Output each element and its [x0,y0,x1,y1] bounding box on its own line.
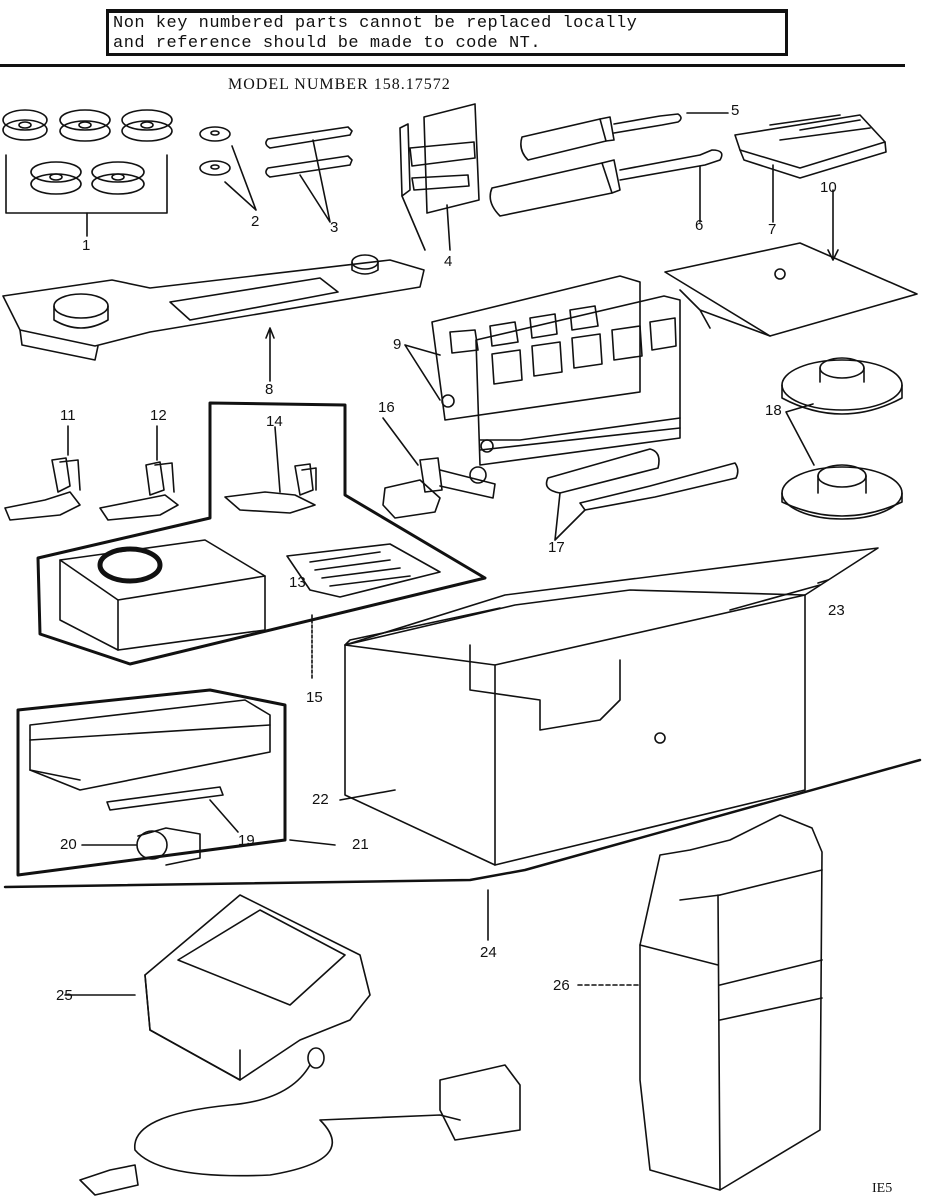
accessory-box-outline [16,688,287,877]
notice-box: Non key numbered parts cannot be replace… [106,9,788,56]
bobbin [59,109,111,142]
page-code: IE5 [872,1181,893,1196]
callout-14: 14 [266,413,283,430]
callout-6: 6 [695,217,704,234]
attachment-box-outline [36,401,487,666]
callout-8: 8 [265,381,274,398]
callout-1: 1 [82,237,91,254]
needles-illustration [286,543,441,598]
seam-guide-illustration [399,103,480,251]
buttonhole-attachment-illustration [2,254,425,382]
zipper-foot-illustration [4,425,81,521]
notice-line-1: Non key numbered parts cannot be replace… [113,14,638,33]
bobbin [91,161,145,195]
callout-15: 15 [306,689,323,706]
kit-boundary-line [3,758,922,889]
callout-25: 25 [56,987,73,1004]
dust-cover-illustration [577,814,823,1191]
model-number: MODEL NUMBER 158.17572 [228,76,451,93]
callout-10: 10 [820,179,837,196]
callout-26: 26 [553,977,570,994]
oil-bottle-illustration [81,827,201,866]
bobbin [2,109,48,141]
screwdrivers-illustration [489,112,729,223]
darning-plate-illustration [664,189,918,337]
bobbin [30,161,82,195]
callout-7: 7 [768,221,777,238]
callout-12: 12 [150,407,167,424]
hemmer-foot-illustration [224,426,317,514]
callout-5: 5 [731,102,740,119]
foot-control-illustration [64,894,521,1196]
stitch-chart-illustration [734,114,887,223]
callout-11: 11 [60,407,76,424]
carrying-case-illustration [339,547,879,866]
notice-line-2: and reference should be made to code NT. [113,34,542,53]
bobbin [121,109,173,142]
callout-20: 20 [60,836,77,853]
ruffler-illustration [382,417,496,519]
spool-pins-illustration [265,126,353,223]
zigzag-attachment-illustration [59,539,266,651]
seam-ripper-illustration [545,448,739,541]
bobbins-illustration [2,109,173,237]
screw-clip-illustration [106,786,239,833]
callout-4: 4 [444,253,453,270]
callout-3: 3 [330,219,339,236]
cam-discs-illustration [781,357,903,520]
callout-9: 9 [393,336,402,353]
callout-21: 21 [352,836,369,853]
pattern-cams-illustration [404,275,681,466]
callout-18: 18 [765,402,782,419]
header-rule [0,64,905,67]
callout-23: 23 [828,602,845,619]
callout-17: 17 [548,539,565,556]
callout-13: 13 [289,574,306,591]
callout-24: 24 [480,944,497,961]
callout-22: 22 [312,791,329,808]
button-foot-illustration [99,425,179,521]
callout-16: 16 [378,399,395,416]
callout-19: 19 [238,832,255,849]
accessory-tray-illustration [29,699,271,791]
callout-2: 2 [251,213,260,230]
felt-washers-illustration [199,126,257,211]
